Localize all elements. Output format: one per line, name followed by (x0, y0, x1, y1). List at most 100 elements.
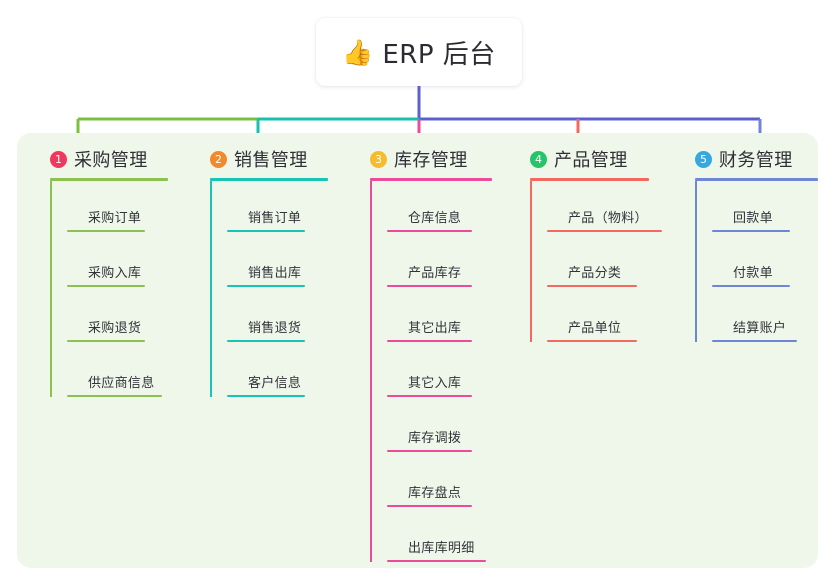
branch-item-underline (387, 340, 472, 342)
branch-item-label: 出库库明细 (408, 541, 475, 556)
branch-item-label: 仓库信息 (408, 211, 462, 226)
branch-item[interactable]: 库存调拨 (370, 401, 513, 456)
branch-item[interactable]: 仓库信息 (370, 181, 513, 236)
branch-item-underline (547, 285, 637, 287)
branch-item[interactable]: 采购订单 (50, 181, 193, 236)
branch-item-label: 产品库存 (408, 266, 462, 281)
branch-spine (695, 181, 697, 342)
branch-index-badge: 5 (695, 150, 712, 168)
branch-items: 回款单付款单结算账户 (678, 181, 818, 346)
branch-spine (530, 181, 532, 342)
branch-item-underline (67, 230, 145, 232)
branch-items: 产品（物料） 产品分类产品单位 (513, 181, 678, 346)
branch-item-underline (227, 395, 305, 397)
branch-item-label: 其它入库 (408, 376, 462, 391)
branch-item[interactable]: 产品单位 (530, 291, 678, 346)
branch-item-underline (387, 560, 486, 562)
branch-items: 销售订单销售出库销售退货客户信息 (193, 181, 353, 401)
branch-title: 销售管理 (234, 150, 308, 171)
branch-item[interactable]: 回款单 (695, 181, 818, 236)
branch-item-label: 销售出库 (248, 266, 302, 281)
branch-item[interactable]: 供应商信息 (50, 346, 193, 401)
root-node[interactable]: 👍 ERP 后台 (316, 18, 522, 86)
branch-item-underline (712, 285, 790, 287)
branch-column: 3 库存管理仓库信息产品库存其它出库其它入库库存调拨库存盘点出库库明细 (353, 146, 513, 566)
branch-spine (370, 181, 372, 562)
branch-column: 4 产品管理产品（物料） 产品分类产品单位 (513, 146, 678, 346)
branch-underline (370, 178, 492, 181)
branch-item-label: 采购入库 (88, 266, 142, 281)
branch-item-underline (387, 230, 472, 232)
branch-item-label: 库存盘点 (408, 486, 462, 501)
branch-item-underline (547, 230, 662, 232)
branch-underline (50, 178, 168, 181)
branch-item-label: 产品（物料） (568, 211, 648, 226)
branch-item[interactable]: 其它入库 (370, 346, 513, 401)
branch-title: 采购管理 (74, 150, 148, 171)
branch-item-underline (67, 340, 145, 342)
branch-item[interactable]: 产品（物料） (530, 181, 678, 236)
branch-item-underline (387, 395, 472, 397)
branch-item-label: 采购退货 (88, 321, 142, 336)
branch-item-label: 产品单位 (568, 321, 622, 336)
branch-item-underline (67, 285, 145, 287)
branch-item-underline (387, 505, 472, 507)
branch-item[interactable]: 销售出库 (210, 236, 353, 291)
branch-item[interactable]: 采购退货 (50, 291, 193, 346)
branch-spine (50, 181, 52, 397)
branch-item-underline (67, 395, 162, 397)
branch-item-label: 付款单 (733, 266, 773, 281)
branch-column: 5 财务管理回款单付款单结算账户 (678, 146, 818, 346)
branch-title: 财务管理 (719, 150, 793, 171)
branch-item[interactable]: 客户信息 (210, 346, 353, 401)
branch-item-underline (547, 340, 637, 342)
branch-item[interactable]: 销售退货 (210, 291, 353, 346)
branch-header[interactable]: 5 财务管理 (678, 146, 818, 172)
branch-item-label: 回款单 (733, 211, 773, 226)
branch-underline (530, 178, 649, 181)
branch-header[interactable]: 2 销售管理 (193, 146, 353, 172)
branch-underline (695, 178, 818, 181)
branch-item-label: 结算账户 (733, 321, 787, 336)
branch-item[interactable]: 库存盘点 (370, 456, 513, 511)
branch-item[interactable]: 产品库存 (370, 236, 513, 291)
branch-item[interactable]: 采购入库 (50, 236, 193, 291)
branch-column: 2 销售管理销售订单销售出库销售退货客户信息 (193, 146, 353, 401)
branch-item[interactable]: 结算账户 (695, 291, 818, 346)
branch-spine (210, 181, 212, 397)
branch-item-label: 其它出库 (408, 321, 462, 336)
thumbs-up-icon: 👍 (342, 37, 374, 67)
branch-panel (17, 133, 818, 568)
branch-items: 采购订单采购入库采购退货供应商信息 (33, 181, 193, 401)
branch-item-underline (712, 230, 790, 232)
branch-item-underline (712, 340, 797, 342)
branch-title: 产品管理 (554, 150, 628, 171)
branch-item[interactable]: 销售订单 (210, 181, 353, 236)
branch-item-label: 销售退货 (248, 321, 302, 336)
branch-item[interactable]: 付款单 (695, 236, 818, 291)
branch-item-underline (387, 285, 472, 287)
branch-index-badge: 4 (530, 150, 547, 168)
branch-item-label: 客户信息 (248, 376, 302, 391)
branch-item-label: 产品分类 (568, 266, 622, 281)
branch-index-badge: 2 (210, 150, 227, 168)
branch-item-label: 销售订单 (248, 211, 302, 226)
branch-title: 库存管理 (394, 150, 468, 171)
root-node-title: ERP 后台 (382, 39, 496, 70)
branch-underline (210, 178, 328, 181)
branch-item-label: 供应商信息 (88, 376, 155, 391)
branch-item-underline (227, 340, 305, 342)
branch-item-label: 库存调拨 (408, 431, 462, 446)
branch-item[interactable]: 其它出库 (370, 291, 513, 346)
branch-items: 仓库信息产品库存其它出库其它入库库存调拨库存盘点出库库明细 (353, 181, 513, 566)
branch-item[interactable]: 产品分类 (530, 236, 678, 291)
branch-index-badge: 3 (370, 150, 387, 168)
branch-header[interactable]: 4 产品管理 (513, 146, 678, 172)
branch-item-underline (227, 230, 305, 232)
branch-item-underline (387, 450, 472, 452)
branch-header[interactable]: 3 库存管理 (353, 146, 513, 172)
branch-item[interactable]: 出库库明细 (370, 511, 513, 566)
